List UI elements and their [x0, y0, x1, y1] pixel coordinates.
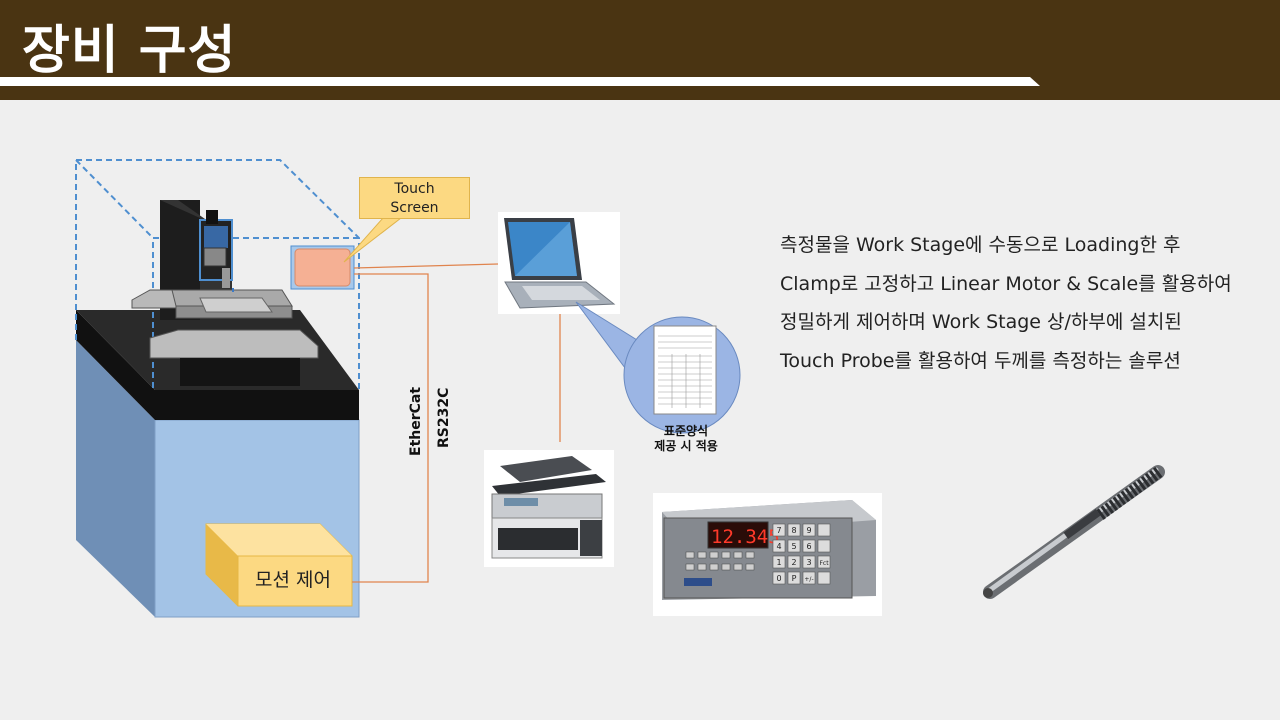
svg-text:7: 7 — [776, 526, 781, 535]
work-stage — [131, 288, 319, 386]
digital-readout-image: 12.345 7 8 9 4 5 6 1 2 3 Fct 0 P +/- — [653, 493, 882, 616]
touch-screen — [290, 245, 355, 290]
document-caption: 표준양식 제공 시 적용 — [636, 424, 736, 454]
svg-text:Fct: Fct — [819, 560, 829, 567]
touch-screen-callout-line2: Screen — [390, 200, 439, 216]
ethercat-label: EtherCat — [408, 386, 424, 456]
svg-text:P: P — [792, 574, 797, 583]
document-caption-line2: 제공 시 적용 — [654, 439, 718, 453]
document-caption-line1: 표준양식 — [663, 424, 709, 438]
motion-control-box — [205, 523, 353, 607]
motion-control-label: 모션 제어 — [255, 569, 331, 591]
svg-text:2: 2 — [791, 558, 796, 567]
svg-text:5: 5 — [791, 542, 796, 551]
rs232c-label: RS232C — [436, 387, 452, 448]
page-title: 장비 구성 — [22, 21, 237, 81]
touch-screen-callout: Touch Screen — [359, 177, 470, 219]
svg-text:1: 1 — [776, 558, 781, 567]
svg-text:4: 4 — [776, 542, 781, 551]
document-bubble — [575, 301, 741, 434]
connector-lines — [352, 263, 561, 583]
description-line: Clamp로 고정하고 Linear Motor & Scale를 활용하여 — [780, 272, 1232, 295]
touch-probe-image — [983, 465, 1165, 599]
touch-callout-pointer — [343, 217, 403, 263]
svg-text:+/-: +/- — [804, 576, 813, 583]
touch-screen-callout-line1: Touch — [394, 181, 435, 197]
svg-text:8: 8 — [791, 526, 796, 535]
svg-text:9: 9 — [806, 526, 811, 535]
header-underline — [0, 77, 1040, 86]
svg-text:6: 6 — [806, 542, 811, 551]
printer-image — [484, 450, 614, 567]
laptop-image — [498, 212, 620, 314]
svg-text:0: 0 — [776, 574, 781, 583]
svg-text:3: 3 — [806, 558, 811, 567]
description-line: Touch Probe를 활용하여 두께를 측정하는 솔루션 — [780, 349, 1181, 372]
description-line: 정밀하게 제어하며 Work Stage 상/하부에 설치된 — [780, 311, 1182, 333]
readout-keypad — [772, 523, 831, 585]
solution-description: 측정물을 Work Stage에 수동으로 Loading한 후 Clamp로 … — [780, 226, 1260, 380]
description-line: 측정물을 Work Stage에 수동으로 Loading한 후 — [780, 234, 1181, 256]
readout-display-value: 12.345 — [711, 526, 780, 548]
